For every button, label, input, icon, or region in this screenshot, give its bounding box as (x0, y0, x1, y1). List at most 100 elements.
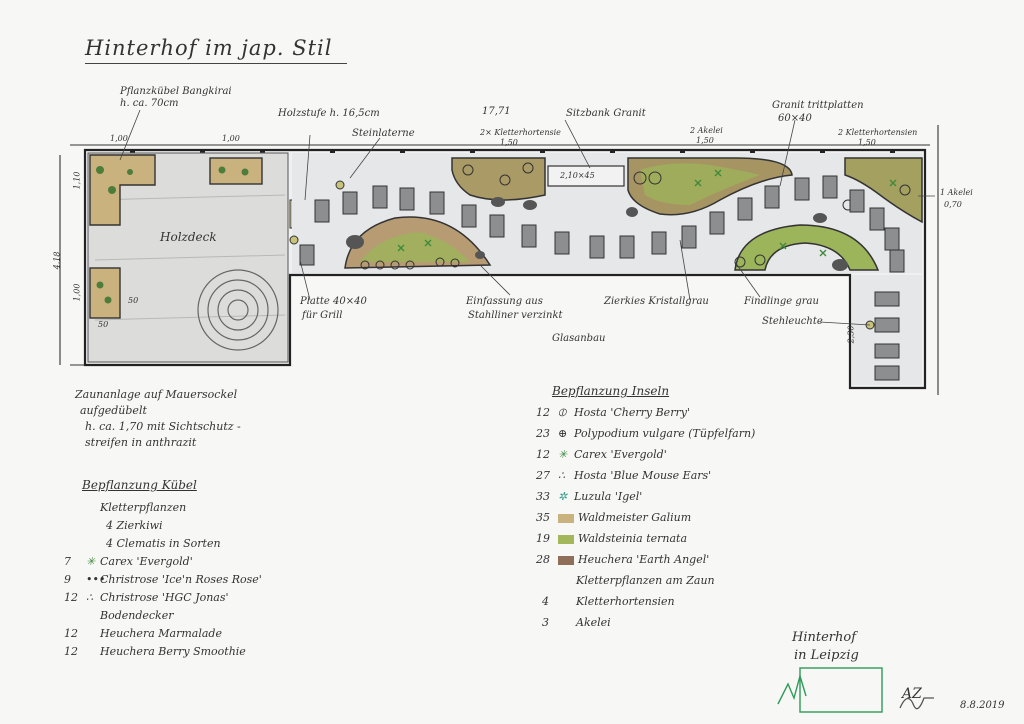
stamp-logo (777, 667, 883, 713)
island-right (734, 224, 880, 271)
legend-inseln-row: 3 Akelei (536, 616, 836, 637)
plan-title: Hinterhof im jap. Stil (85, 36, 333, 60)
legend-qty: 23 (536, 427, 550, 440)
fence-note-2: aufgedübelt (80, 404, 147, 417)
stehleuchten (289, 180, 875, 330)
legend-qty: 7 (64, 555, 71, 568)
legend-qty: 12 (64, 645, 78, 658)
label-kletter-right-height: 1,50 (858, 138, 876, 147)
dim-50-b: 50 (128, 296, 139, 305)
stepping-stones (299, 175, 905, 381)
title-underline (85, 63, 347, 64)
legend-text: Bodendecker (100, 609, 174, 622)
legend-kuebel-row: 4 Zierkiwi (64, 519, 344, 537)
legend-qty: 33 (536, 490, 550, 503)
legend-text: Kletterpflanzen (100, 501, 187, 514)
legend-qty: 3 (542, 616, 549, 629)
fence-note-4: streifen in anthrazit (85, 436, 197, 449)
carex-icon: ✳ (558, 448, 568, 461)
legend-inseln-row: 23 ⊕ Polypodium vulgare (Tüpfelfarn) (536, 427, 836, 448)
legend-kuebel-row: Bodendecker (64, 609, 344, 627)
legend-text: Heuchera 'Earth Angel' (578, 553, 710, 566)
label-sitzbank: Sitzbank Granit (566, 108, 646, 119)
legend-qty: 9 (64, 573, 71, 586)
legend-qty: 35 (536, 511, 550, 524)
legend-inseln-row: 33✲Luzula 'Igel' (536, 490, 836, 511)
label-einfassung-2: Stahlliner verzinkt (468, 310, 563, 321)
label-platte: Platte 40×40 (300, 296, 367, 307)
luzula-icon: ✲ (558, 490, 568, 503)
dim-110: 1,10 (72, 171, 82, 190)
dim-230: 2,30 (846, 325, 856, 344)
legend-text: Christrose 'Ice'n Roses Rose' (100, 573, 262, 586)
legend-qty: 27 (536, 469, 550, 482)
label-findlinge: Findlinge grau (744, 296, 819, 307)
label-platte-grill: für Grill (302, 310, 343, 321)
legend-text: Kletterpflanzen am Zaun (576, 574, 715, 587)
label-stehleuchte: Stehleuchte (762, 316, 823, 327)
label-kletter-right: 2 Kletterhortensien (838, 128, 918, 137)
label-zierkies: Zierkies Kristallgrau (604, 296, 709, 307)
legend-text: Kletterhortensien (576, 595, 675, 608)
legend-text: Heuchera Berry Smoothie (100, 645, 246, 658)
granite-bench (547, 165, 625, 187)
label-granit-size: 60×40 (778, 113, 812, 124)
legend-qty: 12 (64, 591, 78, 604)
island-top (451, 157, 546, 201)
christrose-jonas-icon: ∴ (86, 591, 93, 604)
legend-kuebel-row: 12 ∴ Christrose 'HGC Jonas' (64, 591, 344, 609)
legend-text: 4 Clematis in Sorten (106, 537, 221, 550)
legend-text: Polypodium vulgare (Tüpfelfarn) (574, 427, 756, 440)
legend-qty: 19 (536, 532, 550, 545)
legend-text: 4 Zierkiwi (106, 519, 163, 532)
legend-inseln: 12⦶Hosta 'Cherry Berry' 23⊕Polypodium vu… (536, 406, 836, 637)
polypodium-icon: ⊕ (558, 427, 568, 440)
legend-text: Christrose 'HGC Jonas' (100, 591, 229, 604)
legend-inseln-row: 4 Kletterhortensien (536, 595, 836, 616)
legend-inseln-row: 28 Heuchera 'Earth Angel' (536, 553, 836, 574)
legend-text: Waldsteinia ternata (578, 532, 688, 545)
signature (899, 697, 934, 710)
label-holzdeck: Holzdeck (160, 230, 217, 244)
dim-418: 4,18 (52, 251, 62, 270)
label-pflanzkuebel: Pflanzkübel Bangkirai (120, 86, 232, 97)
legend-qty: 12 (64, 627, 78, 640)
island-corner (844, 157, 923, 224)
legend-kuebel-heading: Bepflanzung Kübel (82, 478, 197, 492)
heuchera-swatch-icon (558, 555, 574, 565)
legend-qty: 28 (536, 553, 550, 566)
label-akelei-top-height: 1,50 (696, 136, 714, 145)
christrose-icon: ••• (86, 573, 106, 586)
stamp-line-1: Hinterhof (792, 630, 857, 645)
label-granit: Granit trittplatten (772, 100, 864, 111)
label-bench-dim: 2,10×45 (560, 171, 595, 180)
dim-100-a: 1,00 (110, 134, 128, 143)
carex-icon: ✳ (86, 555, 96, 568)
hosta-blue-icon: ∴ (558, 469, 565, 482)
label-holzstufe: Holzstufe h. 16,5cm (278, 108, 380, 119)
planters (89, 154, 263, 319)
hosta-cherry-icon: ⦶ (558, 406, 566, 419)
legend-qty: 4 (542, 595, 549, 608)
waldmeister-swatch-icon (558, 513, 574, 523)
waldsteinia-swatch-icon (558, 534, 574, 544)
label-einfassung: Einfassung aus (466, 296, 543, 307)
label-steinlaterne: Steinlaterne (352, 128, 415, 139)
legend-kuebel-row: 12 Heuchera Berry Smoothie (64, 645, 344, 663)
legend-inseln-row: 19 Waldsteinia ternata (536, 532, 836, 553)
label-dim-1771: 17,71 (482, 106, 511, 117)
dim-100-b: 1,00 (222, 134, 240, 143)
legend-inseln-row: 27 ∴ Hosta 'Blue Mouse Ears' (536, 469, 836, 490)
fence-note-3: h. ca. 1,70 mit Sichtschutz - (85, 420, 241, 433)
label-akelei-right-height: 0,70 (944, 200, 962, 209)
legend-text: Waldmeister Galium (578, 511, 692, 524)
signature-initials: AZ (902, 686, 922, 702)
stamp-line-2: in Leipzig (794, 648, 859, 663)
legend-kuebel-row: Kletterpflanzen (64, 501, 344, 519)
legend-kuebel-row: 9 •••Christrose 'Ice'n Roses Rose' (64, 573, 344, 591)
legend-kuebel-row: 7✳Carex 'Evergold' (64, 555, 344, 573)
legend-text: Hosta 'Blue Mouse Ears' (574, 469, 712, 482)
legend-text: Akelei (576, 616, 611, 629)
